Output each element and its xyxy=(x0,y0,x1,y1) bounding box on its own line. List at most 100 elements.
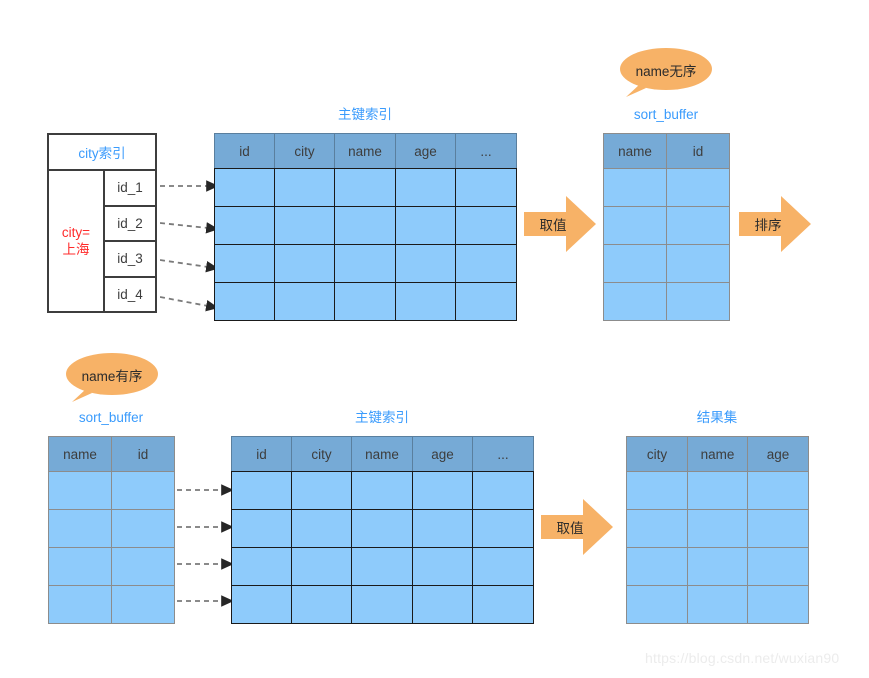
city-filter-line1: city= xyxy=(61,225,91,240)
table-cell xyxy=(274,168,335,207)
table-cell xyxy=(412,585,473,624)
table-cell xyxy=(666,206,730,245)
table-row xyxy=(214,244,517,283)
table-cell xyxy=(455,206,517,245)
sort-buffer-table-top: name id xyxy=(603,133,730,321)
column-header-name: name xyxy=(334,133,396,169)
table-row xyxy=(231,547,534,586)
table-cell xyxy=(351,471,413,510)
city-filter-cell: city= 上海 xyxy=(49,171,105,311)
table-cell xyxy=(274,282,335,321)
city-filter-line2: 上海 xyxy=(62,242,90,257)
table-header-row: id city name age ... xyxy=(214,133,517,169)
sort-buffer-caption-top: sort_buffer xyxy=(633,107,699,122)
table-cell xyxy=(687,547,748,586)
table-cell xyxy=(603,206,667,245)
watermark-text: https://blog.csdn.net/wuxian90 xyxy=(645,650,840,666)
table-cell xyxy=(111,547,175,586)
table-cell xyxy=(687,471,748,510)
table-row xyxy=(626,471,809,510)
table-cell xyxy=(395,168,456,207)
table-cell xyxy=(412,547,473,586)
table-cell xyxy=(274,206,335,245)
city-index-id-cell: id_4 xyxy=(117,286,143,302)
primary-index-table-bottom: id city name age ... xyxy=(231,436,534,624)
column-header-city: city xyxy=(274,133,335,169)
table-cell xyxy=(472,509,534,548)
column-header-name: name xyxy=(48,436,112,472)
column-header-city: city xyxy=(291,436,352,472)
table-cell xyxy=(334,206,396,245)
table-header-row: name id xyxy=(603,133,730,169)
table-row xyxy=(626,509,809,548)
table-cell xyxy=(626,547,688,586)
table-row xyxy=(214,168,517,207)
table-cell xyxy=(395,282,456,321)
table-cell xyxy=(455,282,517,321)
table-cell xyxy=(214,168,275,207)
city-index-id-column: id_1 id_2 id_3 id_4 xyxy=(105,171,155,311)
table-row xyxy=(48,585,175,624)
primary-index-table-top: id city name age ... xyxy=(214,133,517,321)
table-cell xyxy=(472,471,534,510)
table-cell xyxy=(603,168,667,207)
table-cell xyxy=(412,509,473,548)
table-row xyxy=(48,509,175,548)
table-cell xyxy=(626,471,688,510)
fetch-arrow-top: 取值 xyxy=(524,196,596,252)
table-cell xyxy=(603,282,667,321)
column-header-name: name xyxy=(687,436,748,472)
column-header-name: name xyxy=(351,436,413,472)
table-cell xyxy=(274,244,335,283)
city-index-id-cell: id_3 xyxy=(105,242,155,278)
table-cell xyxy=(291,547,352,586)
table-header-row: city name age xyxy=(626,436,809,472)
primary-index-caption-bottom: 主键索引 xyxy=(355,410,409,425)
table-cell xyxy=(214,244,275,283)
block-arrow-icon xyxy=(739,196,811,252)
table-header-row: name id xyxy=(48,436,175,472)
city-index-caption: city索引 xyxy=(49,135,155,171)
table-cell xyxy=(231,547,292,586)
table-row xyxy=(603,168,730,207)
table-cell xyxy=(626,585,688,624)
table-row xyxy=(214,206,517,245)
table-cell xyxy=(214,282,275,321)
table-cell xyxy=(111,471,175,510)
column-header-name: name xyxy=(603,133,667,169)
table-cell xyxy=(48,471,112,510)
table-cell xyxy=(412,471,473,510)
table-cell xyxy=(48,509,112,548)
table-cell xyxy=(351,547,413,586)
column-header-id: id xyxy=(231,436,292,472)
table-cell xyxy=(231,509,292,548)
dashed-arrow-group-top xyxy=(160,180,219,312)
primary-index-caption-top: 主键索引 xyxy=(338,107,392,122)
dashed-arrow-group-bottom xyxy=(177,484,234,607)
city-index-id-cell: id_1 xyxy=(105,171,155,207)
table-cell xyxy=(666,168,730,207)
column-header-more: ... xyxy=(455,133,517,169)
column-header-id: id xyxy=(111,436,175,472)
table-row xyxy=(231,585,534,624)
column-header-age: age xyxy=(395,133,456,169)
table-cell xyxy=(455,168,517,207)
block-arrow-icon xyxy=(524,196,596,252)
table-row xyxy=(214,282,517,321)
table-cell xyxy=(747,509,809,548)
column-header-id: id xyxy=(214,133,275,169)
column-header-age: age xyxy=(747,436,809,472)
sort-buffer-table-bottom: name id xyxy=(48,436,175,624)
table-cell xyxy=(291,585,352,624)
table-cell xyxy=(666,244,730,283)
table-cell xyxy=(231,471,292,510)
table-row xyxy=(48,471,175,510)
column-header-more: ... xyxy=(472,436,534,472)
sort-arrow: 排序 xyxy=(739,196,811,252)
table-row xyxy=(626,547,809,586)
table-cell xyxy=(747,471,809,510)
table-cell xyxy=(687,585,748,624)
table-cell xyxy=(111,585,175,624)
callout-name-unsorted: name无序 xyxy=(620,47,712,99)
